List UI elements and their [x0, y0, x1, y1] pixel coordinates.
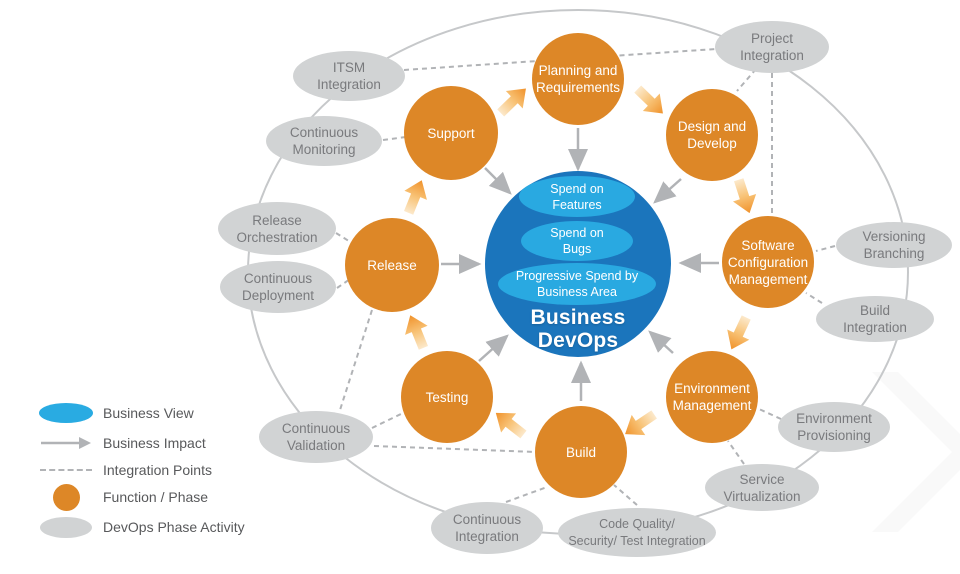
devops-phase-activity-ellipse-icon — [35, 516, 97, 538]
legend-item-integration-points: Integration Points — [35, 455, 212, 485]
activity-code-quality-security-test-integration: Code Quality/Security/ Test Integration — [558, 508, 716, 557]
business-impact-arrows — [441, 128, 719, 401]
integration-points-dashed-icon — [35, 469, 97, 471]
legend-item-business-view: Business View — [35, 398, 194, 428]
phase-support: Support — [404, 86, 498, 180]
phase-build: Build — [535, 406, 627, 498]
business-view-ellipse-icon — [35, 403, 97, 423]
watermark-chevron — [872, 372, 960, 532]
function-phase-circle-icon — [35, 483, 97, 511]
legend-item-devops-phase-activity: DevOps Phase Activity — [35, 512, 245, 542]
legend-item-function-phase: Function / Phase — [35, 482, 208, 512]
phase-testing: Testing — [401, 351, 493, 443]
business-impact-arrow-icon — [35, 436, 97, 450]
phase-release: Release — [345, 218, 439, 312]
legend-item-business-impact: Business Impact — [35, 428, 206, 458]
